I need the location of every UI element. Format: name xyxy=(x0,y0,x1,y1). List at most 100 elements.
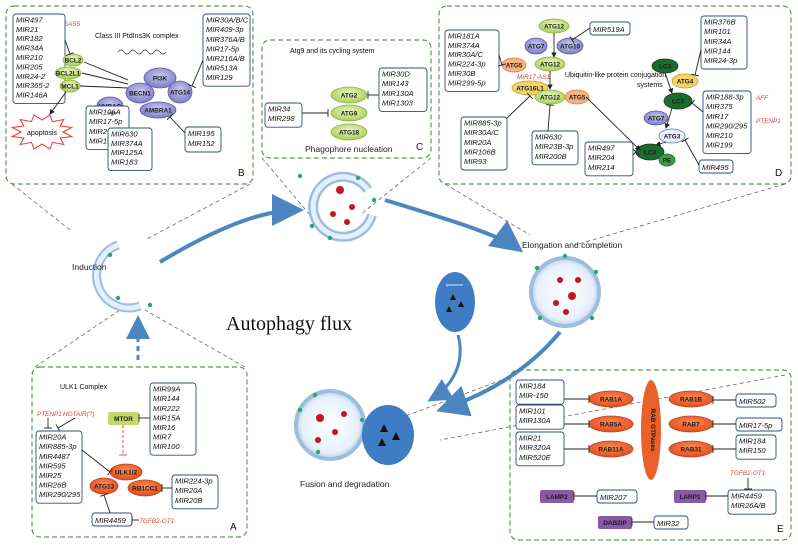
pb-inh-atg14 xyxy=(188,59,204,88)
pb-mir-left-item: MIR146A xyxy=(16,91,48,100)
node-rb1cc1: RB1CC1 xyxy=(127,479,163,497)
pe-inh-rab31 xyxy=(712,445,736,453)
node-lc3-b-label: LC3 xyxy=(672,98,685,105)
pa-mir-rb1cc1-item: MIR224-3p xyxy=(175,477,213,486)
pc-mir-left-item: MIR298 xyxy=(268,114,295,123)
membrane-dot xyxy=(589,315,595,321)
pa-inh-rb1cc1 xyxy=(161,484,172,492)
pd-mir-b3-item: MIR214 xyxy=(588,163,615,172)
node-atg14: ATG14 xyxy=(167,80,193,104)
pc-mir-right-item: MIR30D xyxy=(382,70,410,79)
rab-gtpases-label: RAB GTPases xyxy=(649,409,656,452)
node-mcl1-label: MCL1 xyxy=(61,83,79,90)
cargo-dot xyxy=(341,411,347,417)
pe-mir-larp1-item: MIR4459 xyxy=(731,492,763,501)
cargo-dot xyxy=(563,309,569,315)
pd-inh-lc3c xyxy=(632,148,640,156)
node-rab5a: RAB5A xyxy=(588,415,634,433)
pd-mir-b3-box xyxy=(584,141,634,177)
pe-mir502-box xyxy=(735,393,777,408)
pd-mir-b3-item: MIR204 xyxy=(588,153,615,162)
node-atg3-label: ATG3 xyxy=(664,133,681,140)
pb-mir-uvrag-item: MIR630 xyxy=(111,129,138,138)
pa-mir-mtor-item: MIR15A xyxy=(153,413,180,422)
pa-mir-left-item: MIR20A xyxy=(39,433,66,442)
pb-mir-right-item: MIR513A xyxy=(206,64,238,73)
node-mtor-label: MTOR xyxy=(114,416,133,423)
pd-mir-left-item: MIR299-5p xyxy=(448,78,486,87)
panel-c-title: Atg9 and its cycling system xyxy=(290,48,375,55)
node-lc3-a: LC3 xyxy=(651,58,679,74)
pe-mir-rab1a-item: MIR-150 xyxy=(519,391,549,400)
cargo-dot xyxy=(349,204,355,210)
pd-edge-atg5-lc3c xyxy=(585,96,641,151)
membrane-dot xyxy=(327,235,333,241)
pd-edge-lc3a-lc3b xyxy=(664,72,674,94)
pb-mir-right-item: MIR129 xyxy=(206,73,233,82)
node-rab5a-label: RAB5A xyxy=(600,421,622,428)
node-atg7-a-label: ATG7 xyxy=(528,43,545,50)
cargo-dot xyxy=(553,300,559,306)
node-atg12-a-label: ATG12 xyxy=(544,23,565,30)
pc-mir-right-item: MIR130A xyxy=(382,89,414,98)
node-ambra1-label: AMBRA1 xyxy=(144,107,172,114)
membrane-dot xyxy=(297,407,303,413)
pe-mir17-box xyxy=(735,417,783,432)
flow-arrow-3 xyxy=(436,330,562,417)
node-mtor: MTOR xyxy=(108,412,139,425)
pe-mir-rab5a-item: MIR101 xyxy=(519,407,546,416)
pb-mir-ambra1-box xyxy=(184,126,222,153)
pd-mir-left-item: MIR30A/C xyxy=(448,50,484,59)
fusion-vesicle xyxy=(294,389,414,465)
pe-inh-rab1b xyxy=(712,396,736,404)
node-rab11a: RAB11A xyxy=(588,440,634,458)
pd-edge-atg3-lc3c xyxy=(655,141,667,147)
lnc-aff: AFF xyxy=(755,95,769,102)
pe-mir-larp1-box xyxy=(727,489,777,515)
pd-inh-atg3 xyxy=(681,137,700,166)
pb-mir-mid-item: MIR106A xyxy=(89,108,121,117)
node-larp1-label: LARP1 xyxy=(680,494,701,501)
panel-d-content: MIR181AMIR374AMIR30A/CMIR224-3pMIR30BMIR… xyxy=(444,15,781,177)
pd-inh-atg10 xyxy=(569,27,591,44)
membrane-dot xyxy=(359,417,365,423)
pb-mir-mid-item: MIR204 xyxy=(89,127,116,136)
membrane-dot xyxy=(309,223,315,229)
node-atg5-a: ATG5 xyxy=(501,57,527,73)
node-atg5-b-label: ATG5 xyxy=(569,94,586,101)
node-larp1: LARP1 xyxy=(674,490,706,503)
node-dab2ip-label: DAB2IP xyxy=(603,520,627,527)
pd-inh-atg12c xyxy=(545,104,555,132)
pb-mir-left-item: MIR24-2 xyxy=(16,72,46,81)
node-rab7: RAB7 xyxy=(668,415,714,433)
pb-mir-right-box xyxy=(202,13,251,87)
pb-mir-right-item: MIR376A/B xyxy=(206,35,245,44)
pb-edge-bcl2l1 xyxy=(81,72,129,85)
stage-elongation: Elongation and completion xyxy=(522,240,622,250)
pb-mir-right-item: MIR30A/B/C xyxy=(206,16,249,25)
pc-mir-left-box xyxy=(264,102,303,128)
pd-mir-b2-item: MIR200B xyxy=(535,152,567,161)
node-bcl2l1: BCL2L1 xyxy=(54,66,82,80)
pd-mir-r2-item: MIR210 xyxy=(706,131,733,140)
cargo-dot xyxy=(336,186,344,194)
node-atg9: ATG9 xyxy=(330,104,368,122)
node-atg7-a: ATG7 xyxy=(524,37,548,55)
cargo-dot xyxy=(344,219,350,225)
pb-mir-left-item: MIR210 xyxy=(16,53,43,62)
pb-edge-apoptosis xyxy=(49,91,67,115)
pb-mir-uvrag-item: MIR374A xyxy=(111,139,143,148)
node-pe: PE xyxy=(658,153,676,167)
pb-edge-bcl2-becn1 xyxy=(83,61,129,81)
pc-mir-right-item: MIR143 xyxy=(382,79,409,88)
pa-inh-mtor xyxy=(138,414,150,422)
cargo-dot xyxy=(315,437,321,443)
node-becn1: BECN1 xyxy=(125,82,155,104)
pd-mir519a: MIR519A xyxy=(593,25,625,34)
stage-fusion: Fusion and degradation xyxy=(300,479,390,489)
pe-mir207-box xyxy=(596,489,638,504)
node-lamp2: LAMP2 xyxy=(540,490,574,503)
pe-inh-lnc xyxy=(744,478,752,490)
